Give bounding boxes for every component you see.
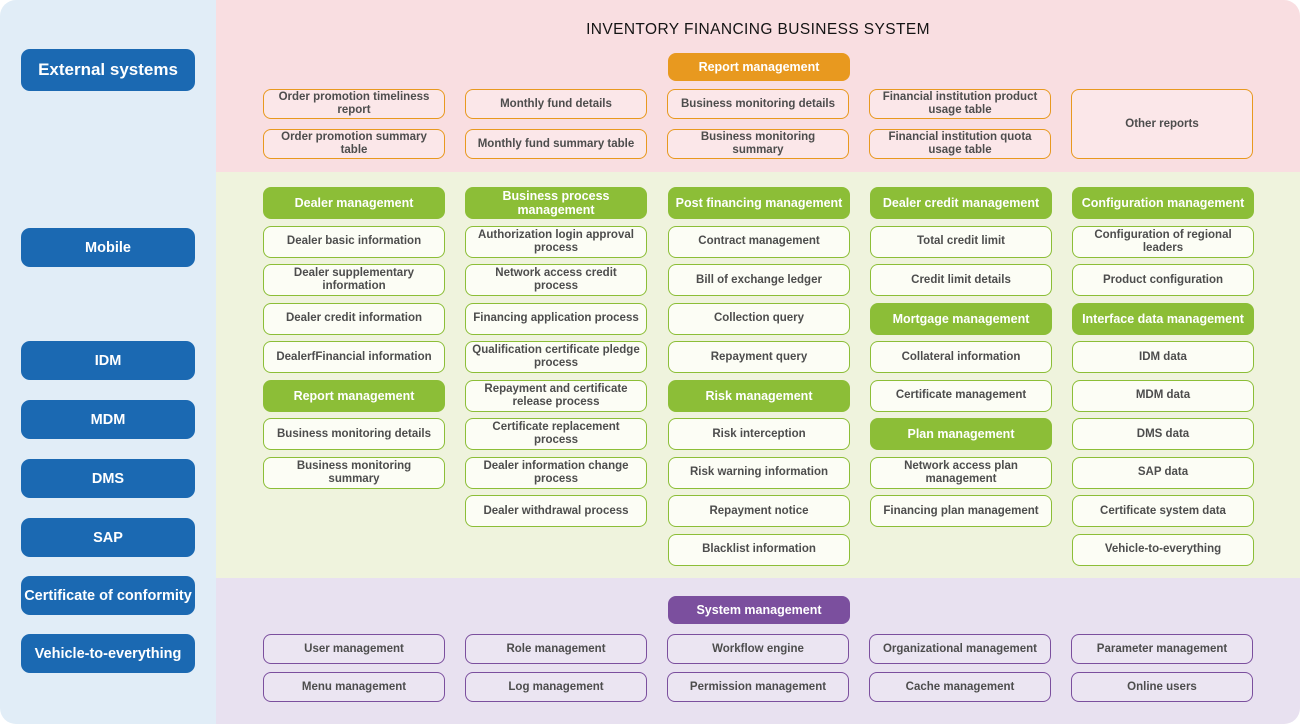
group-header-interface-data-management: Interface data management (1072, 302, 1254, 335)
module-item-mdm-data: MDM data (1072, 379, 1254, 412)
system-item-parameter-management: Parameter management (1071, 634, 1253, 664)
module-item-vehicle-to-everything: Vehicle-to-everything (1072, 533, 1254, 566)
system-item-log-management: Log management (465, 672, 647, 702)
module-item-idm-data: IDM data (1072, 341, 1254, 373)
group-header-plan-management: Plan management (870, 418, 1052, 450)
sidebar-item-vehicle-to-everything: Vehicle-to-everything (21, 634, 195, 673)
module-item-dealer-supplementary-information: Dealer supplementary information (263, 264, 445, 296)
group-header-business-process-management: Business process management (465, 187, 647, 219)
module-item-dealer-basic-information: Dealer basic information (263, 225, 445, 258)
report-item-financial-institution-product-usage-table: Financial institution product usage tabl… (869, 89, 1051, 119)
group-header-risk-management: Risk management (668, 379, 850, 412)
module-item-contract-management: Contract management (668, 225, 850, 258)
group-header-report-management: Report management (263, 379, 445, 412)
module-item-blacklist-information: Blacklist information (668, 533, 850, 566)
page-title: INVENTORY FINANCING BUSINESS SYSTEM (586, 21, 930, 38)
module-item-credit-limit-details: Credit limit details (870, 264, 1052, 296)
system-item-permission-management: Permission management (667, 672, 849, 702)
module-item-dealer-credit-information: Dealer credit information (263, 302, 445, 335)
report-item-business-monitoring-details: Business monitoring details (667, 89, 849, 119)
module-item-risk-warning-information: Risk warning information (668, 456, 850, 489)
system-item-online-users: Online users (1071, 672, 1253, 702)
module-item-financing-plan-management: Financing plan management (870, 495, 1052, 527)
sidebar-item-sap: SAP (21, 518, 195, 557)
group-header-configuration-management: Configuration management (1072, 187, 1254, 219)
module-item-total-credit-limit: Total credit limit (870, 225, 1052, 258)
group-header-dealer-management: Dealer management (263, 187, 445, 219)
system-item-menu-management: Menu management (263, 672, 445, 702)
module-item-dms-data: DMS data (1072, 418, 1254, 450)
module-item-dealer-information-change-process: Dealer information change process (465, 456, 647, 489)
module-item-certificate-management: Certificate management (870, 379, 1052, 412)
module-item-network-access-plan-management: Network access plan management (870, 456, 1052, 489)
module-item-sap-data: SAP data (1072, 456, 1254, 489)
module-item-bill-of-exchange-ledger: Bill of exchange ledger (668, 264, 850, 296)
module-item-certificate-replacement-process: Certificate replacement process (465, 418, 647, 450)
module-item-network-access-credit-process: Network access credit process (465, 264, 647, 296)
module-item-repayment-and-certificate-release-process: Repayment and certificate release proces… (465, 379, 647, 412)
system-item-user-management: User management (263, 634, 445, 664)
report-item-business-monitoring-summary: Business monitoring summary (667, 129, 849, 159)
report-item-monthly-fund-summary-table: Monthly fund summary table (465, 129, 647, 159)
report-item-monthly-fund-details: Monthly fund details (465, 89, 647, 119)
sidebar-item-idm: IDM (21, 341, 195, 380)
module-item-collateral-information: Collateral information (870, 341, 1052, 373)
module-item-financing-application-process: Financing application process (465, 302, 647, 335)
module-item-authorization-login-approval-process: Authorization login approval process (465, 225, 647, 258)
system-item-organizational-management: Organizational management (869, 634, 1051, 664)
system-item-workflow-engine: Workflow engine (667, 634, 849, 664)
module-item-certificate-system-data: Certificate system data (1072, 495, 1254, 527)
sidebar-item-certificate-of-conformity: Certificate of conformity (21, 576, 195, 615)
report-item-order-promotion-timeliness-report: Order promotion timeliness report (263, 89, 445, 119)
report-item-other-reports: Other reports (1071, 89, 1253, 159)
module-item-repayment-notice: Repayment notice (668, 495, 850, 527)
sidebar-item-external-systems: External systems (21, 49, 195, 91)
group-header-post-financing-management: Post financing management (668, 187, 850, 219)
report-item-financial-institution-quota-usage-table: Financial institution quota usage table (869, 129, 1051, 159)
group-header-mortgage-management: Mortgage management (870, 302, 1052, 335)
module-item-business-monitoring-details: Business monitoring details (263, 418, 445, 450)
report-management-header: Report management (668, 53, 850, 81)
module-item-configuration-of-regional-leaders: Configuration of regional leaders (1072, 225, 1254, 258)
sidebar-item-dms: DMS (21, 459, 195, 498)
system-item-role-management: Role management (465, 634, 647, 664)
module-item-dealer-withdrawal-process: Dealer withdrawal process (465, 495, 647, 527)
module-item-business-monitoring-summary: Business monitoring summary (263, 456, 445, 489)
system-management-header: System management (668, 596, 850, 624)
report-item-order-promotion-summary-table: Order promotion summary table (263, 129, 445, 159)
sidebar-item-mobile: Mobile (21, 228, 195, 267)
system-items-grid: User management Role management Workflow e… (263, 634, 1253, 702)
sidebar-item-mdm: MDM (21, 400, 195, 439)
module-item-collection-query: Collection query (668, 302, 850, 335)
module-item-repayment-query: Repayment query (668, 341, 850, 373)
group-header-dealer-credit-management: Dealer credit management (870, 187, 1052, 219)
module-item-dealerffinancial-information: DealerfFinancial information (263, 341, 445, 373)
module-item-risk-interception: Risk interception (668, 418, 850, 450)
system-item-cache-management: Cache management (869, 672, 1051, 702)
module-item-qualification-certificate-pledge-process: Qualification certificate pledge process (465, 341, 647, 373)
module-item-product-configuration: Product configuration (1072, 264, 1254, 296)
